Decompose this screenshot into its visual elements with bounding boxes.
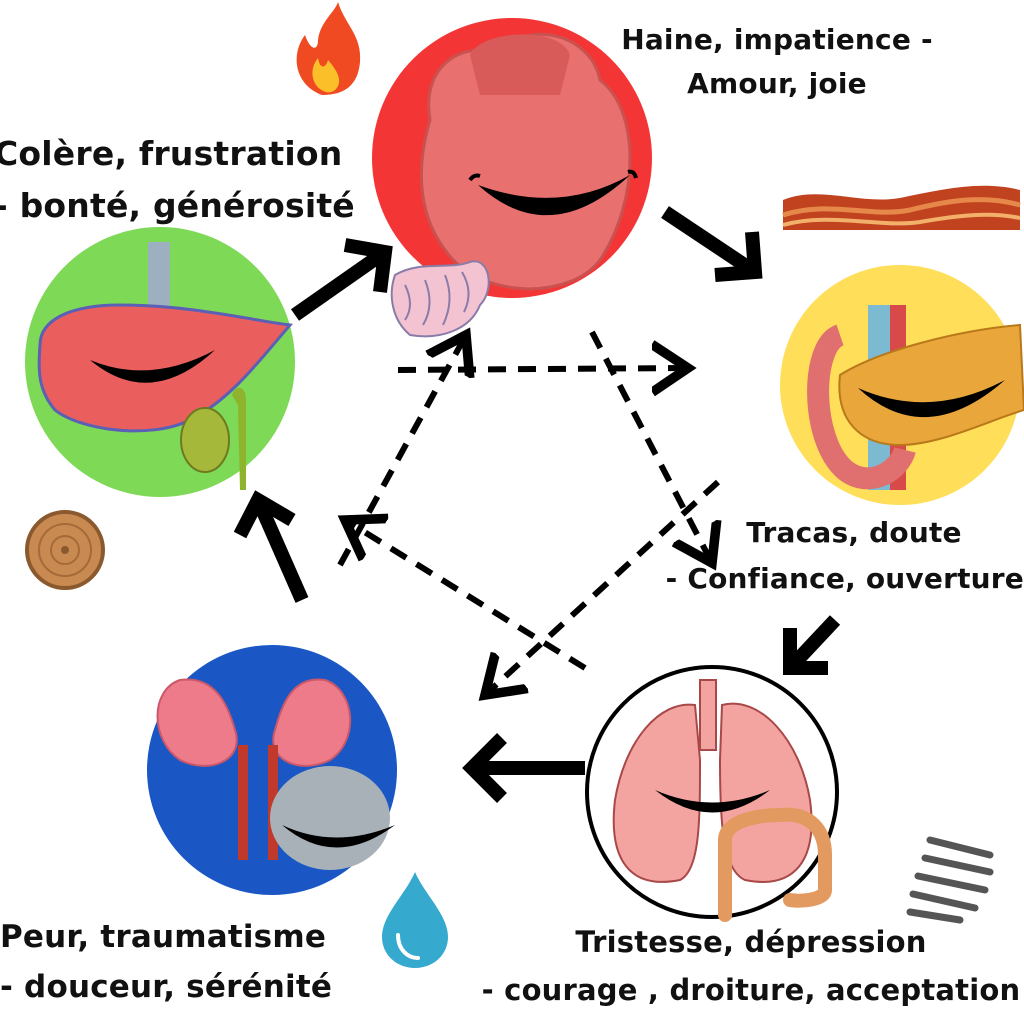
- kidney-emotion-label: Peur, traumatisme - douceur, sérénité: [0, 912, 332, 1012]
- arrow-liver-to-spleen: [397, 368, 688, 370]
- heart-label-line1: Haine, impatience -: [621, 23, 933, 56]
- liver-label-line2: - bonté, générosité: [0, 186, 355, 225]
- fire-icon: [296, 2, 361, 95]
- lung-emotion-label: Tristesse, dépression - courage , droitu…: [478, 918, 1024, 1014]
- lung-organ: [585, 665, 839, 922]
- arrow-spleen-to-lung: [783, 615, 841, 675]
- spleen-label-line1: Tracas, doute: [746, 516, 962, 549]
- arrow-heart-to-spleen: [661, 206, 763, 282]
- controlling-cycle-arrows: [337, 330, 721, 695]
- liver-label-line1: Colère, frustration: [0, 134, 343, 173]
- heart-label-line2: Amour, joie: [687, 67, 867, 100]
- arrow-lung-to-kidney: [462, 733, 585, 803]
- arrow-kidney-to-heart: [337, 335, 466, 567]
- spleen-pancreas-organ: [780, 265, 1024, 505]
- pancreas-icon: [838, 323, 1024, 447]
- lung-label-line1: Tristesse, dépression: [575, 925, 927, 959]
- heart-smile: [478, 175, 630, 216]
- water-drop-icon: [382, 872, 448, 968]
- arrow-lung-to-liver: [345, 520, 587, 671]
- arrow-kidney-to-liver: [233, 490, 309, 603]
- lung-icon-left: [612, 703, 702, 883]
- kidney-organ: [147, 645, 397, 895]
- heart-emotion-label: Haine, impatience - Amour, joie: [612, 18, 942, 106]
- arrow-heart-to-lung: [589, 330, 712, 563]
- lung-label-line2: - courage , droiture, acceptation: [481, 973, 1021, 1007]
- earth-icon: [782, 185, 1021, 230]
- kidney-icon-right: [272, 678, 352, 767]
- wood-log-icon: [25, 510, 105, 590]
- bladder-icon: [270, 766, 390, 870]
- liver-icon: [37, 303, 293, 433]
- heart-organ: [372, 18, 652, 298]
- liver-emotion-label: Colère, frustration - bonté, générosité: [0, 128, 355, 232]
- kidney-label-line2: - douceur, sérénité: [0, 969, 333, 1005]
- spleen-emotion-label: Tracas, doute - Confiance, ouverture: [664, 510, 1024, 602]
- liver-organ: [25, 227, 295, 497]
- small-intestine-icon: [390, 260, 490, 338]
- large-intestine-icon: [718, 807, 832, 922]
- kidney-icon-left: [156, 678, 238, 767]
- spleen-label-line2: - Confiance, ouverture: [665, 562, 1024, 595]
- arrow-spleen-to-kidney: [485, 479, 721, 695]
- kidney-label-line1: Peur, traumatisme: [0, 919, 327, 955]
- metal-spring-icon: [906, 836, 994, 924]
- arrow-liver-to-heart: [290, 238, 393, 321]
- generating-cycle-arrows: [233, 206, 841, 803]
